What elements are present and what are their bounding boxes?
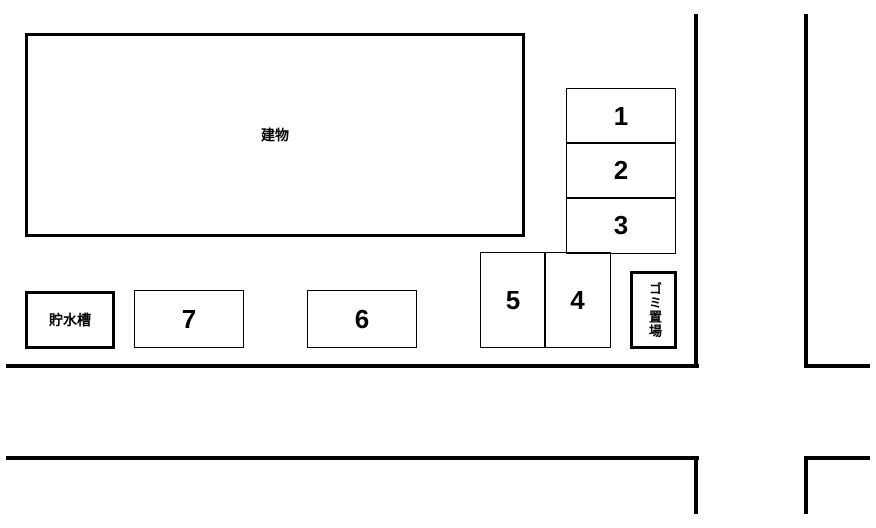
road-right-upper-vertical [804,14,808,368]
garbage-area-label: ゴミ置場 [646,282,661,338]
lot-bottom-boundary [6,364,699,368]
road-lower-horizontal [6,456,699,460]
building: 建物 [25,33,525,237]
lot-right-boundary [694,14,698,368]
garbage-area: ゴミ置場 [630,271,677,349]
road-right-lower-horizontal [804,456,870,460]
parking-space-6: 6 [307,290,417,348]
parking-space-2: 2 [566,142,676,199]
road-lower-vertical [694,456,698,514]
water-tank: 貯水槽 [25,291,115,349]
parking-space-3: 3 [566,197,676,254]
parking-space-5: 5 [480,252,546,348]
parking-space-4: 4 [544,252,611,348]
parking-space-7: 7 [134,290,244,348]
road-right-lower-vertical [804,456,808,514]
parking-space-1: 1 [566,88,676,144]
road-right-upper-horizontal [804,364,870,368]
